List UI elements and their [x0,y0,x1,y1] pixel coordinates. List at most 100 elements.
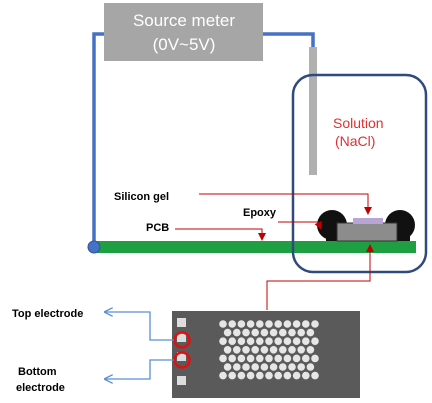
electrode-dot [260,346,269,354]
electrode-dot [292,320,301,328]
electrode-dot [242,363,250,371]
top-electrode-highlight [173,331,191,349]
electrode-dot [246,337,255,346]
solution-container [291,73,428,274]
electrode-dot [269,328,278,337]
electrode-dot [251,363,259,371]
electrode-dot [255,320,264,328]
electrode-dot [219,354,227,363]
electrode-dot [302,320,310,328]
electrode-dot [288,328,296,337]
pcb-arrow [175,228,266,241]
electrode-dot [255,371,264,380]
electrode-dot [292,354,301,363]
silicon-gel-label: Silicon gel [114,191,169,203]
electrode-dot [292,337,301,346]
electrode-dot [246,354,255,363]
electrode-dot [265,371,273,380]
electrode-dot [233,328,241,337]
electrode-dot [311,354,319,363]
electrode-dot [311,320,319,328]
electrode-dot-array [219,320,319,380]
electrode-dot [260,328,269,337]
source-meter-range: (0V~5V) [153,35,216,54]
electrode-dot [274,337,283,346]
electrode-dot [228,371,236,380]
electrode-dot [306,328,315,337]
electrode-dot [219,337,227,346]
pcb-board [94,241,416,253]
chip-pad [177,333,186,342]
electrode-dot [283,320,292,328]
electrode-dot [274,354,283,363]
bottom-electrode-highlight [173,351,191,369]
wire-junction [87,240,101,254]
bottom-electrode-label-line1: Bottom [18,366,57,378]
electrode-dot [219,320,227,328]
electrode-dot [311,337,319,346]
electrode-dot [297,363,306,371]
electrode-dot [302,371,310,380]
electrode-dot [288,363,296,371]
top-electrode-label: Top electrode [12,308,83,320]
electrode-dot [260,363,269,371]
electrode-dot [297,328,306,337]
electrode-dot [274,371,283,380]
electrode-dot [283,337,292,346]
sensor-chip [336,222,398,242]
electrode-dot [251,346,259,354]
chip-pad [177,318,186,327]
solution-label: Solution [333,115,384,131]
sensing-membrane [353,218,383,224]
epoxy-label: Epoxy [243,207,277,219]
electrode-dot [223,346,232,354]
electrode-dot [279,363,287,371]
electrode-dot [283,354,292,363]
chip-pad [177,376,186,385]
wire-left [92,32,104,247]
chip-pad [177,352,186,361]
electrode-dot [219,371,227,380]
electrode-dot [302,354,310,363]
electrode-dot [228,320,236,328]
electrode-dot [223,328,232,337]
electrode-dot [288,346,296,354]
top-electrode-arrow [105,312,174,341]
electrode-dot [251,328,259,337]
electrode-dot [279,328,287,337]
electrode-dot [297,346,306,354]
electrode-dot [265,354,273,363]
electrode-dot [228,354,236,363]
electrode-dot [306,363,315,371]
electrode-dot [265,337,273,346]
electrode-dot [233,363,241,371]
electrode-dot [223,363,232,371]
electrode-dot [233,346,241,354]
electrode-dot [246,320,255,328]
electrode-dot [265,320,273,328]
electrode-dot [311,371,319,380]
epoxy-arrow [278,220,322,230]
electrode-dot [306,346,315,354]
solution-formula: (NaCl) [335,133,375,149]
electrode-dot [237,320,246,328]
electrode-dot [242,328,250,337]
electrode-dot [246,371,255,380]
electrode-dot [228,337,236,346]
electrode-dot [283,371,292,380]
chip-photo-link-arrow [266,244,374,310]
electrode-dot [279,346,287,354]
electrode-dot [242,346,250,354]
wire-right [263,32,315,47]
electrode-dot [237,337,246,346]
electrode-dot [269,346,278,354]
electrode-dot [269,363,278,371]
silicon-gel-arrow [199,193,372,215]
source-meter-box [104,3,263,61]
chip-pads [177,318,186,385]
electrode-dot [292,371,301,380]
bottom-electrode-arrow [105,359,174,379]
electrode-dot [302,337,310,346]
